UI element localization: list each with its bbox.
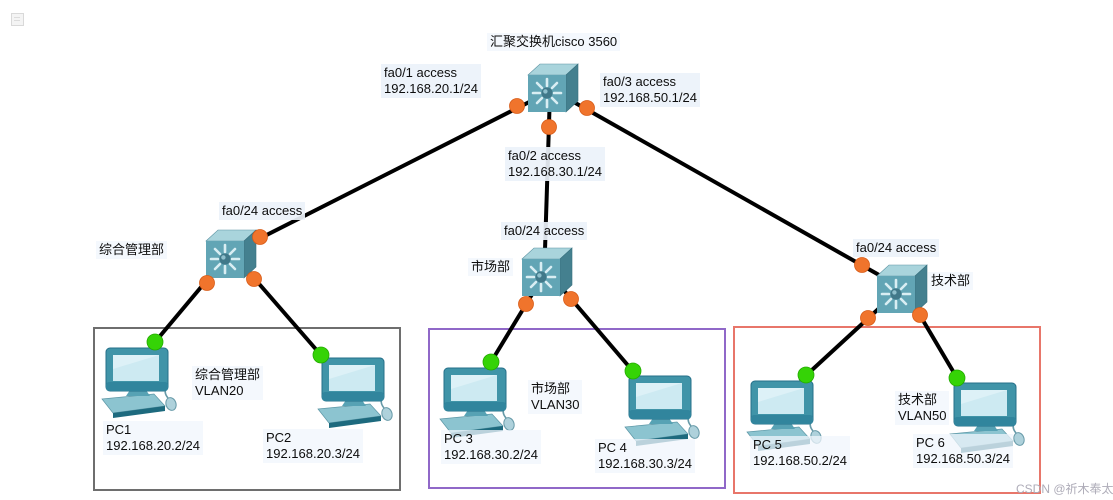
uplink-label-right: fa0/24 access bbox=[853, 239, 940, 257]
pc5-name: PC 5 bbox=[753, 437, 782, 452]
pc2-name: PC2 bbox=[266, 430, 292, 445]
vlan20-group-box bbox=[93, 327, 401, 491]
port-label-fa03-ip: 192.168.50.1/24 bbox=[603, 90, 697, 105]
pc2-ip: 192.168.20.3/24 bbox=[266, 446, 360, 461]
port-dot-core-fa02 bbox=[541, 119, 557, 135]
linkup-dot-pc5 bbox=[797, 366, 815, 384]
vlan30-group-label: 市场部 VLAN30 bbox=[528, 380, 583, 414]
linkup-dot-pc3 bbox=[482, 353, 500, 371]
pc3-icon[interactable] bbox=[439, 367, 517, 439]
left-switch-icon[interactable] bbox=[204, 228, 258, 280]
port-dot-right-uplink bbox=[854, 257, 870, 273]
vlan50-dept: 技术部 bbox=[898, 392, 938, 407]
linkup-dot-pc2 bbox=[312, 346, 330, 364]
link-core-to-right-switch[interactable] bbox=[555, 90, 903, 290]
vlan50-id: VLAN50 bbox=[898, 408, 947, 423]
vlan50-group-box bbox=[733, 326, 1041, 494]
port-dot-right-pc6 bbox=[912, 307, 928, 323]
pc6-name: PC 6 bbox=[916, 435, 945, 450]
grid-corner-icon bbox=[11, 13, 24, 26]
pc1-ip: 192.168.20.2/24 bbox=[106, 438, 200, 453]
vlan50-group-label: 技术部 VLAN50 bbox=[895, 391, 950, 425]
linkup-dot-pc1 bbox=[146, 333, 164, 351]
pc3-label: PC 3 192.168.30.2/24 bbox=[441, 430, 541, 464]
uplink-label-left: fa0/24 access bbox=[219, 202, 306, 220]
csdn-watermark: CSDN @祈木奉太 bbox=[1016, 482, 1113, 496]
port-dot-core-fa01 bbox=[509, 98, 525, 114]
link-core-to-left-switch[interactable] bbox=[230, 88, 554, 255]
port-label-fa01: fa0/1 access 192.168.20.1/24 bbox=[381, 64, 481, 98]
vlan20-dept: 综合管理部 bbox=[195, 367, 261, 382]
right-switch-name: 技术部 bbox=[928, 272, 974, 290]
port-dot-core-fa03 bbox=[579, 100, 595, 116]
pc4-label: PC 4 192.168.30.3/24 bbox=[595, 439, 695, 473]
port-label-fa02-port: fa0/2 access bbox=[508, 148, 581, 163]
port-label-fa01-port: fa0/1 access bbox=[384, 65, 457, 80]
pc1-name: PC1 bbox=[106, 422, 132, 437]
port-dot-mid-pc3 bbox=[518, 296, 534, 312]
left-switch-name: 综合管理部 bbox=[96, 241, 168, 259]
vlan30-dept: 市场部 bbox=[531, 381, 571, 396]
pc1-label: PC1 192.168.20.2/24 bbox=[103, 421, 203, 455]
vlan20-id: VLAN20 bbox=[195, 383, 244, 398]
pc5-ip: 192.168.50.2/24 bbox=[753, 453, 847, 468]
core-switch-title: 汇聚交换机cisco 3560 bbox=[487, 33, 621, 51]
uplink-label-mid: fa0/24 access bbox=[501, 222, 588, 240]
pc2-icon[interactable] bbox=[317, 357, 395, 429]
pc4-icon[interactable] bbox=[624, 375, 702, 447]
linkup-dot-pc6 bbox=[948, 369, 966, 387]
pc4-name: PC 4 bbox=[598, 440, 627, 455]
port-label-fa03-port: fa0/3 access bbox=[603, 74, 676, 89]
pc4-ip: 192.168.30.3/24 bbox=[598, 456, 692, 471]
vlan30-group-box bbox=[428, 328, 726, 489]
port-label-fa02-ip: 192.168.30.1/24 bbox=[508, 164, 602, 179]
pc2-label: PC2 192.168.20.3/24 bbox=[263, 429, 363, 463]
pc3-name: PC 3 bbox=[444, 431, 473, 446]
port-label-fa03: fa0/3 access 192.168.50.1/24 bbox=[600, 73, 700, 107]
port-label-fa01-ip: 192.168.20.1/24 bbox=[384, 81, 478, 96]
vlan30-id: VLAN30 bbox=[531, 397, 580, 412]
linkup-dot-pc4 bbox=[624, 362, 642, 380]
port-dot-left-pc1 bbox=[199, 275, 215, 291]
pc1-icon[interactable] bbox=[101, 347, 179, 419]
port-dot-left-pc2 bbox=[246, 271, 262, 287]
port-dot-left-uplink bbox=[252, 229, 268, 245]
mid-switch-name: 市场部 bbox=[468, 258, 514, 276]
right-switch-icon[interactable] bbox=[875, 263, 929, 315]
core-switch-icon[interactable] bbox=[526, 62, 580, 114]
vlan20-group-label: 综合管理部 VLAN20 bbox=[192, 366, 264, 400]
pc6-ip: 192.168.50.3/24 bbox=[916, 451, 1010, 466]
mid-switch-icon[interactable] bbox=[520, 246, 574, 298]
pc5-label: PC 5 192.168.50.2/24 bbox=[750, 436, 850, 470]
pc3-ip: 192.168.30.2/24 bbox=[444, 447, 538, 462]
port-label-fa02: fa0/2 access 192.168.30.1/24 bbox=[505, 147, 605, 181]
port-dot-right-pc5 bbox=[860, 310, 876, 326]
pc6-label: PC 6 192.168.50.3/24 bbox=[913, 434, 1013, 468]
port-dot-mid-pc4 bbox=[563, 291, 579, 307]
